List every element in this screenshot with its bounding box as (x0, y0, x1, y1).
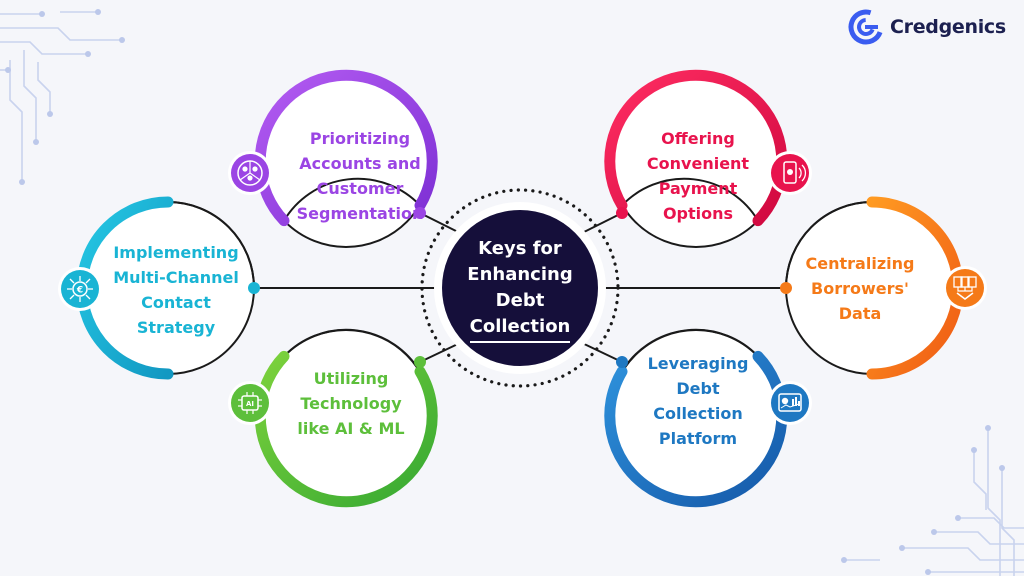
connector-lines (254, 212, 786, 363)
svg-text:AI: AI (246, 400, 254, 408)
label-implementing: Implementing Multi-Channel Contact Strat… (102, 235, 250, 345)
circuit-nodes-top-left (5, 9, 125, 185)
label-utilizing: Utilizing Technology like AI & ML (288, 360, 414, 446)
prioritizing-line-4: Segmentation (296, 204, 424, 223)
prioritizing-line-3: Customer (316, 179, 404, 198)
circuit-decoration-bottom-right (846, 430, 1024, 576)
customer-segments-icon (228, 151, 272, 195)
label-leveraging: Leveraging Debt Collection Platform (632, 346, 764, 456)
label-offering: Offering Convenient Payment Options (630, 121, 766, 231)
label-centralizing: Centralizing Borrowers' Data (802, 245, 918, 331)
center-line-4: Collection (469, 314, 571, 343)
implementing-line-1: Implementing (113, 243, 239, 262)
center-line-1: Keys for (478, 237, 562, 259)
center-title: Keys for Enhancing Debt Collection (446, 230, 594, 348)
leveraging-line-1: Leveraging (647, 354, 749, 373)
ring-utilizing (254, 328, 438, 508)
implementing-line-4: Strategy (136, 318, 216, 337)
centralizing-line-2: Borrowers' (811, 278, 909, 298)
center-line-2: Enhancing (467, 263, 573, 285)
offering-line-4: Options (662, 204, 734, 223)
prioritizing-line-1: Prioritizing (309, 129, 411, 148)
leveraging-line-3: Collection (653, 404, 743, 423)
multichannel-network-icon: € (58, 267, 102, 311)
utilizing-line-1: Utilizing (313, 368, 389, 388)
leveraging-line-2: Debt (676, 379, 720, 398)
implementing-line-2: Multi-Channel (113, 268, 239, 287)
center-disk (442, 210, 598, 366)
circuit-decoration-top-left (0, 11, 120, 180)
brand-name: Credgenics (890, 16, 1006, 38)
offering-line-3: Payment (658, 179, 738, 198)
utilizing-line-3: like AI & ML (297, 418, 405, 438)
label-prioritizing: Prioritizing Accounts and Customer Segme… (272, 121, 448, 231)
mobile-payment-icon (768, 151, 812, 195)
connector-dots (248, 207, 792, 368)
offering-line-1: Offering (661, 129, 735, 148)
ai-chip-icon: AI (228, 381, 272, 425)
centralizing-line-3: Data (838, 303, 882, 323)
centralizing-line-1: Centralizing (805, 253, 915, 273)
circuit-nodes-bottom-right (841, 425, 1005, 575)
utilizing-line-2: Technology (300, 393, 402, 413)
implementing-line-3: Contact (141, 293, 211, 312)
svg-text:€: € (76, 286, 83, 296)
offering-line-2: Convenient (646, 154, 750, 173)
brand-logo: Credgenics (848, 9, 1006, 45)
leveraging-line-4: Platform (658, 429, 738, 448)
center-dotted-ring (420, 188, 620, 388)
prioritizing-line-2: Accounts and (299, 154, 421, 173)
analytics-dashboard-icon (768, 381, 812, 425)
center-line-3: Debt (495, 289, 545, 311)
centralized-data-icon (943, 266, 987, 310)
credgenics-g-logo-icon (848, 9, 884, 45)
